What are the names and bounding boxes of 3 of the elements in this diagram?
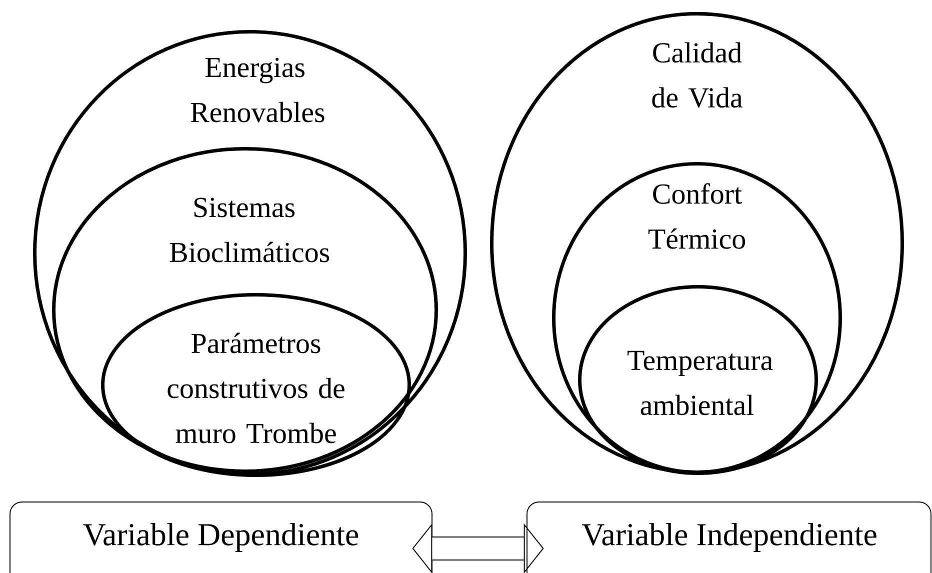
variable-box: Variable Independiente [526,502,932,573]
double-arrow [412,523,544,573]
variable-box: Variable Dependiente [10,502,432,573]
